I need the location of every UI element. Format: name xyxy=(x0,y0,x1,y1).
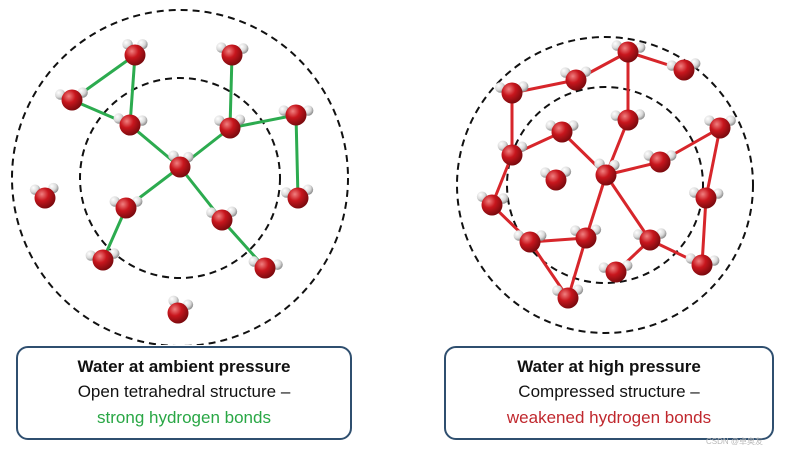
high-water-molecule xyxy=(685,253,720,276)
high-water-molecule xyxy=(643,150,677,173)
high-water-molecule xyxy=(540,166,572,191)
ambient-panel xyxy=(11,9,349,345)
oxygen-atom xyxy=(575,227,597,249)
oxygen-atom xyxy=(595,164,617,186)
oxygen-atom xyxy=(61,89,83,111)
ambient-water-molecule xyxy=(113,113,148,136)
ambient-inner-shell xyxy=(79,77,281,279)
oxygen-atom xyxy=(501,82,523,104)
oxygen-atom xyxy=(167,302,189,324)
high-pressure-caption: Water at high pressure Compressed struct… xyxy=(444,346,774,440)
high-hydrogen-bond xyxy=(604,173,652,242)
high-water-molecule xyxy=(513,230,547,253)
ambient-water-molecule xyxy=(248,256,283,279)
oxygen-atom xyxy=(673,59,695,81)
oxygen-atom xyxy=(481,194,503,216)
water-structure-diagram xyxy=(11,9,754,345)
high-water-molecule xyxy=(611,40,646,63)
ambient-water-molecule xyxy=(281,184,314,209)
high-water-molecule xyxy=(689,187,724,209)
high-water-molecule xyxy=(545,120,579,143)
ambient-water-molecule xyxy=(29,182,59,209)
oxygen-atom xyxy=(211,209,233,231)
ambient-hydrogen-bond xyxy=(294,113,300,200)
oxygen-atom xyxy=(605,261,627,283)
ambient-water-molecule xyxy=(167,295,194,324)
oxygen-atom xyxy=(519,231,541,253)
ambient-caption-structure: Open tetrahedral structure – xyxy=(77,382,291,401)
ambient-hydrogen-bond xyxy=(228,53,234,130)
ambient-water-molecule xyxy=(278,104,314,126)
oxygen-atom xyxy=(92,249,114,271)
oxygen-atom xyxy=(219,117,241,139)
oxygen-atom xyxy=(34,187,56,209)
oxygen-atom xyxy=(649,151,671,173)
high-panel xyxy=(456,36,754,334)
oxygen-atom xyxy=(169,156,191,178)
ambient-water-molecule xyxy=(206,206,238,231)
oxygen-atom xyxy=(545,169,567,191)
high-water-molecule xyxy=(610,109,645,131)
high-water-molecule xyxy=(570,224,602,249)
ambient-hydrogen-bond xyxy=(228,113,298,130)
oxygen-atom xyxy=(695,187,717,209)
high-water-molecule xyxy=(476,191,509,216)
oxygen-atom xyxy=(254,257,276,279)
oxygen-atom xyxy=(691,254,713,276)
high-caption-title: Water at high pressure xyxy=(517,357,701,376)
high-water-molecule xyxy=(560,66,592,91)
ambient-hydrogen-bond xyxy=(128,53,137,127)
high-water-molecule xyxy=(598,260,633,283)
oxygen-atom xyxy=(501,144,523,166)
oxygen-atom xyxy=(565,69,587,91)
ambient-pressure-caption: Water at ambient pressure Open tetrahedr… xyxy=(16,346,352,440)
oxygen-atom xyxy=(617,41,639,63)
high-water-molecule xyxy=(666,58,701,81)
ambient-outer-shell xyxy=(11,9,349,345)
watermark: CSDN @卓奥友 xyxy=(706,437,764,446)
high-hydrogen-bond xyxy=(704,126,722,200)
oxygen-atom xyxy=(285,104,307,126)
oxygen-atom xyxy=(287,187,309,209)
oxygen-atom xyxy=(639,229,661,251)
ambient-water-molecule xyxy=(214,114,246,139)
ambient-water-molecule xyxy=(122,39,148,66)
oxygen-atom xyxy=(551,121,573,143)
high-water-molecule xyxy=(594,158,620,186)
ambient-water-molecule xyxy=(85,248,120,271)
high-hydrogen-bond xyxy=(584,173,608,240)
high-hydrogen-bond xyxy=(700,196,708,267)
ambient-caption-title: Water at ambient pressure xyxy=(77,357,291,376)
oxygen-atom xyxy=(115,197,137,219)
high-outer-shell xyxy=(456,36,754,334)
oxygen-atom xyxy=(617,109,639,131)
high-inner-shell xyxy=(506,86,704,284)
high-water-molecule xyxy=(633,228,667,251)
ambient-water-molecule xyxy=(168,150,194,178)
ambient-water-molecule xyxy=(55,87,88,111)
ambient-water-molecule xyxy=(109,196,143,219)
ambient-caption-bonds: strong hydrogen bonds xyxy=(97,408,271,427)
oxygen-atom xyxy=(709,117,731,139)
high-caption-structure: Compressed structure – xyxy=(518,382,700,401)
high-water-molecule xyxy=(552,284,584,309)
oxygen-atom xyxy=(119,114,141,136)
oxygen-atom xyxy=(557,287,579,309)
ambient-water-molecule xyxy=(216,42,249,66)
high-caption-bonds: weakened hydrogen bonds xyxy=(506,408,712,427)
oxygen-atom xyxy=(124,44,146,66)
high-water-molecule xyxy=(495,81,529,104)
oxygen-atom xyxy=(221,44,243,66)
high-water-molecule xyxy=(497,140,528,166)
high-water-molecule xyxy=(704,115,736,139)
